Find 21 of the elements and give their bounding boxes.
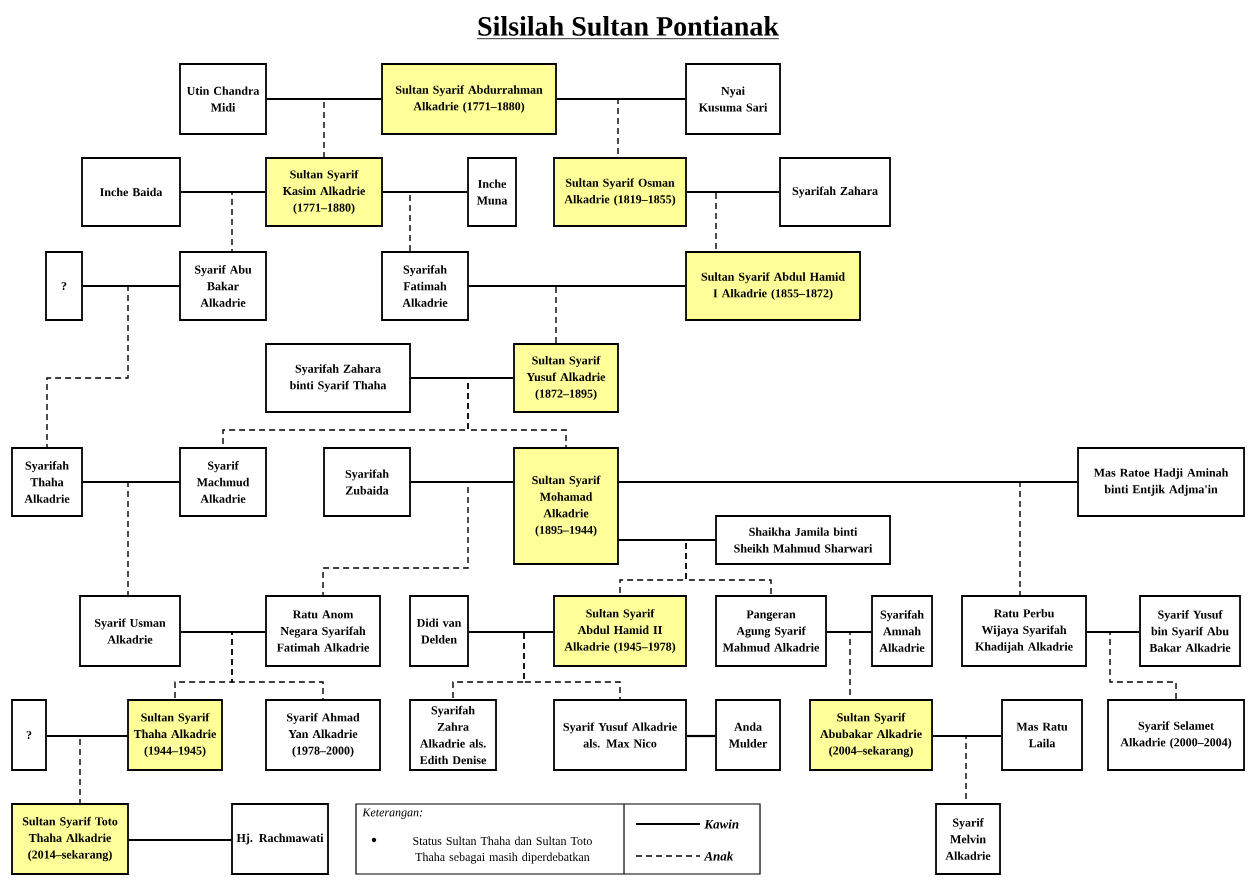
descent-line [523,631,621,700]
descent-line [555,285,686,344]
descent-line [231,631,324,700]
descent-line [932,735,967,804]
descent-line [382,191,411,252]
descent-line [618,539,772,596]
title: Silsilah Sultan Pontianak [476,16,780,40]
descent-line [556,98,619,158]
descent-line [467,377,567,448]
descent-line [826,631,851,700]
descent-line [231,191,266,252]
descent-line [323,98,382,158]
descent-line [1086,631,1177,700]
descent-line [618,481,1021,596]
marriage-line [686,734,716,738]
descent-line [322,481,514,596]
descent-line [46,285,180,448]
marriage-line [128,838,232,842]
descent-line [686,191,717,252]
descent-line [127,481,180,596]
descent-line [79,735,128,804]
